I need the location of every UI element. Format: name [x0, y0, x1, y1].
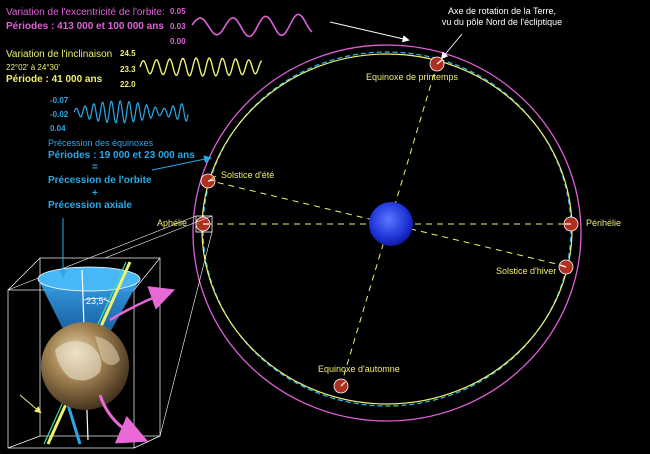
label-aphelion: Aphélie [157, 218, 188, 228]
eccentricity-title: Variation de l'excentricité de l'orbite: [6, 7, 165, 18]
inclination-title: Variation de l'inclinaison [6, 49, 113, 60]
arrow-summer [209, 175, 217, 181]
zoom-source-box [195, 215, 213, 233]
inc-axis-bottom: 22.0 [120, 80, 136, 89]
earth-marker-spring [429, 56, 445, 72]
pre-axis-mid: -0.02 [50, 110, 69, 119]
pre-axis-bottom: 0.04 [50, 124, 66, 133]
precession-equals: = [92, 162, 98, 173]
ecc-axis-mid: 0.03 [170, 22, 186, 31]
inclination-range: 22°02' à 24°30' [6, 63, 60, 72]
tilt-angle-arc [83, 298, 111, 303]
pre-axis-top: -0.07 [50, 96, 69, 105]
tilt-angle-label: 23,5° [86, 296, 108, 306]
arrow-orbit-precession [151, 155, 212, 171]
label-summer-solstice: Solstice d'été [221, 170, 275, 180]
earth-marker-perihelion [563, 216, 579, 232]
label-spring-equinox: Equinoxe de printemps [366, 72, 459, 82]
rotation-arrow-top [109, 286, 176, 322]
label-perihelion: Périhélie [586, 218, 622, 228]
inc-axis-top: 24.5 [120, 49, 136, 58]
sun [369, 202, 413, 246]
precession-wave [73, 99, 189, 124]
zoom-line-bottom [159, 231, 213, 437]
axis-note-line2: vu du pôle Nord de l'écliptique [441, 17, 563, 27]
inc-axis-mid: 23.3 [120, 65, 136, 74]
earth-marker-aphelion [195, 216, 211, 232]
arrow-yellow-small [19, 394, 42, 414]
eccentricity-periods: Périodes : 413 000 et 100 000 ans [6, 21, 164, 32]
eccentricity-wave [191, 13, 313, 38]
inclination-period: Période : 41 000 ans [6, 74, 103, 85]
axis-note-line1: Axe de rotation de la Terre, [448, 6, 556, 16]
earth-marker-autumn [333, 378, 349, 394]
precession-orbit: Précession de l'orbite [48, 175, 152, 186]
precession-axial: Précession axiale [48, 200, 132, 211]
earth-marker-winter [558, 259, 574, 275]
rotation-arrow-bottom [98, 394, 149, 444]
precession-title: Précession des équinoxes [48, 138, 154, 148]
precession-plus: + [92, 188, 98, 199]
precession-periods: Périodes : 19 000 et 23 000 ans [48, 150, 195, 161]
inclination-wave [139, 57, 263, 77]
arrow-eccentricity [329, 21, 410, 43]
label-winter-solstice: Solstice d'hiver [496, 266, 557, 276]
arrow-axis-note [440, 33, 463, 60]
ecc-axis-top: 0.05 [170, 7, 186, 16]
label-autumn-equinox: Equinoxe d'automne [318, 364, 400, 374]
ecc-axis-bottom: 0.00 [170, 37, 186, 46]
earth-marker-summer [200, 173, 216, 189]
orbit-eccentric [192, 44, 582, 422]
zoom-line-top2 [104, 215, 213, 259]
